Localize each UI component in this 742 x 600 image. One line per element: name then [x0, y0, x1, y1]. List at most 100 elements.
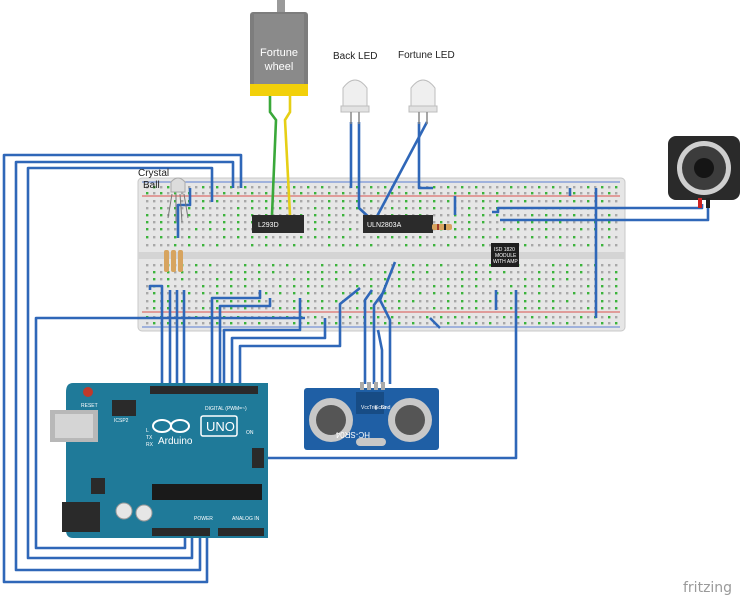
breadboard-hole	[454, 300, 457, 303]
breadboard-hole	[608, 300, 611, 303]
breadboard-hole	[195, 264, 198, 267]
breadboard-hole	[314, 300, 317, 303]
breadboard-hole	[244, 236, 247, 239]
breadboard-hole	[251, 236, 254, 239]
breadboard-hole	[566, 244, 569, 247]
breadboard-hole	[545, 200, 548, 203]
breadboard-hole	[538, 300, 541, 303]
breadboard-hole	[146, 271, 149, 274]
breadboard-hole	[321, 285, 324, 288]
breadboard-hole	[174, 271, 177, 274]
breadboard-hole	[174, 221, 177, 224]
breadboard-hole	[594, 322, 597, 325]
breadboard-hole	[300, 271, 303, 274]
breadboard-hole	[608, 221, 611, 224]
breadboard-hole	[433, 221, 436, 224]
breadboard-hole	[489, 228, 492, 231]
breadboard-hole	[412, 264, 415, 267]
breadboard-hole	[188, 307, 191, 310]
breadboard-hole	[272, 236, 275, 239]
breadboard-hole	[482, 186, 485, 189]
breadboard-hole	[440, 292, 443, 295]
breadboard-hole	[517, 278, 520, 281]
breadboard-hole	[286, 207, 289, 210]
breadboard-hole	[398, 307, 401, 310]
breadboard-hole	[342, 264, 345, 267]
breadboard-hole	[475, 192, 478, 195]
breadboard-hole	[363, 264, 366, 267]
breadboard-hole	[153, 271, 156, 274]
breadboard-hole	[475, 221, 478, 224]
breadboard-hole	[293, 192, 296, 195]
breadboard-hole	[405, 186, 408, 189]
breadboard-hole	[370, 300, 373, 303]
breadboard-hole	[251, 307, 254, 310]
breadboard-hole	[573, 300, 576, 303]
wire	[372, 121, 429, 223]
breadboard-hole	[377, 316, 380, 319]
breadboard-hole	[265, 285, 268, 288]
breadboard-hole	[433, 278, 436, 281]
breadboard-hole	[601, 322, 604, 325]
breadboard-hole	[209, 186, 212, 189]
breadboard-hole	[314, 228, 317, 231]
breadboard-hole	[440, 316, 443, 319]
breadboard-hole	[209, 236, 212, 239]
breadboard-hole	[454, 192, 457, 195]
breadboard-hole	[489, 264, 492, 267]
breadboard-hole	[433, 200, 436, 203]
breadboard-hole	[566, 278, 569, 281]
breadboard-hole	[559, 316, 562, 319]
breadboard-hole	[349, 236, 352, 239]
breadboard-hole	[545, 236, 548, 239]
breadboard-hole	[314, 207, 317, 210]
breadboard-hole	[538, 278, 541, 281]
breadboard-hole	[440, 192, 443, 195]
breadboard-hole	[377, 186, 380, 189]
breadboard-hole	[195, 322, 198, 325]
breadboard-hole	[314, 316, 317, 319]
breadboard-hole	[615, 278, 618, 281]
breadboard-hole	[377, 207, 380, 210]
breadboard-hole	[328, 285, 331, 288]
breadboard-hole	[237, 228, 240, 231]
breadboard-hole	[258, 307, 261, 310]
breadboard-hole	[489, 236, 492, 239]
breadboard-hole	[412, 207, 415, 210]
breadboard-hole	[468, 316, 471, 319]
breadboard-hole	[181, 192, 184, 195]
breadboard-hole	[524, 221, 527, 224]
breadboard-hole	[426, 316, 429, 319]
breadboard-hole	[426, 285, 429, 288]
breadboard-hole	[412, 316, 415, 319]
breadboard-hole	[496, 316, 499, 319]
breadboard-hole	[608, 200, 611, 203]
wire	[148, 284, 164, 388]
breadboard-hole	[440, 271, 443, 274]
breadboard-hole	[342, 228, 345, 231]
breadboard-hole	[412, 244, 415, 247]
breadboard-hole	[615, 214, 618, 217]
breadboard-hole	[349, 264, 352, 267]
breadboard-hole	[601, 192, 604, 195]
breadboard-hole	[517, 322, 520, 325]
breadboard-hole	[174, 300, 177, 303]
breadboard-hole	[307, 285, 310, 288]
breadboard-hole	[181, 292, 184, 295]
breadboard-hole	[566, 271, 569, 274]
breadboard-hole	[272, 244, 275, 247]
breadboard-hole	[580, 300, 583, 303]
breadboard-hole	[370, 278, 373, 281]
breadboard-hole	[223, 285, 226, 288]
breadboard-hole	[405, 244, 408, 247]
breadboard-hole	[153, 214, 156, 217]
arduino-logo	[152, 419, 190, 433]
breadboard-hole	[412, 300, 415, 303]
breadboard-hole	[587, 228, 590, 231]
breadboard-hole	[209, 221, 212, 224]
uln2803a-label: ULN2803A	[367, 222, 402, 229]
breadboard-hole	[286, 244, 289, 247]
breadboard-hole	[391, 200, 394, 203]
breadboard-hole	[573, 307, 576, 310]
breadboard-hole	[153, 221, 156, 224]
